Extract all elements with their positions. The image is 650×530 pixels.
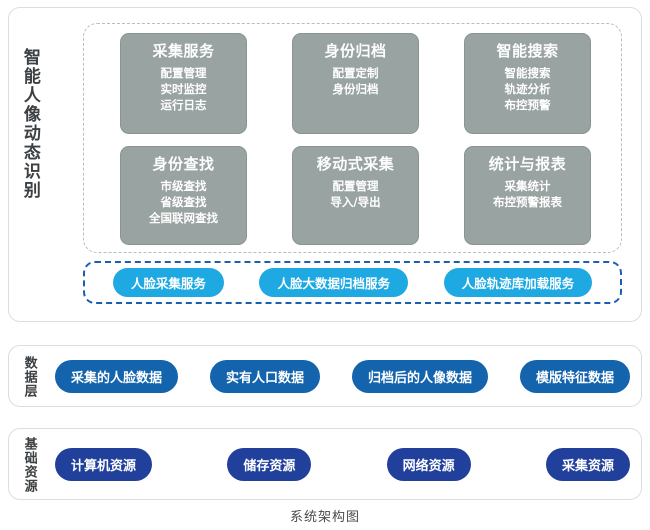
infra-pill-compute-resource[interactable]: 计算机资源 (55, 447, 153, 481)
data-pill-template-feature-data[interactable]: 模版特征数据 (519, 359, 630, 393)
module-box-collection-service[interactable]: 采集服务 配置管理 实时监控 运行日志 (120, 33, 247, 134)
module-box-statistics-reports[interactable]: 统计与报表 采集统计 布控预警报表 (464, 146, 591, 245)
module-title: 身份查找 (152, 155, 215, 173)
module-box-identity-archive[interactable]: 身份归档 配置定制 身份归档 (292, 33, 419, 134)
module-item: 运行日志 (160, 98, 207, 113)
data-pill-archived-portrait-data[interactable]: 归档后的人像数据 (351, 359, 488, 393)
module-title: 智能搜索 (496, 42, 559, 60)
module-title: 移动式采集 (316, 155, 395, 173)
module-box-mobile-collection[interactable]: 移动式采集 配置管理 导入/导出 (292, 146, 419, 245)
service-pill-row: 人脸采集服务 人脸大数据归档服务 人脸轨迹库加载服务 (95, 268, 610, 297)
service-pill-face-bigdata-archive[interactable]: 人脸大数据归档服务 (259, 268, 408, 297)
module-item-list: 市级查找 省级查找 全国联网查找 (149, 178, 218, 227)
module-item: 布控预警 (504, 98, 551, 113)
infrastructure-layer-pill-row: 计算机资源 储存资源 网络资源 采集资源 (55, 447, 630, 481)
application-layer-side-label: 智能人像动态识别 (19, 48, 40, 200)
module-item: 配置管理 (160, 65, 207, 80)
module-box-identity-lookup[interactable]: 身份查找 市级查找 省级查找 全国联网查找 (120, 146, 247, 245)
data-layer-pill-row: 采集的人脸数据 实有人口数据 归档后的人像数据 模版特征数据 (55, 359, 630, 393)
module-item: 全国联网查找 (149, 211, 218, 226)
data-layer-side-label: 数据层 (21, 356, 37, 398)
infra-pill-network-resource[interactable]: 网络资源 (386, 447, 471, 481)
module-item: 智能搜索 (504, 65, 551, 80)
module-item-list: 智能搜索 轨迹分析 布控预警 (505, 65, 551, 114)
service-group-dashed-frame (83, 261, 622, 304)
module-box-smart-search[interactable]: 智能搜索 智能搜索 轨迹分析 布控预警 (464, 33, 591, 134)
service-pill-face-track-library-load[interactable]: 人脸轨迹库加载服务 (443, 268, 593, 297)
diagram-caption: 系统架构图 (289, 510, 360, 525)
module-item: 配置定制 (332, 65, 379, 80)
module-item-list: 配置定制 身份归档 (333, 65, 379, 98)
infra-pill-storage-resource[interactable]: 储存资源 (227, 447, 312, 481)
module-item: 身份归档 (332, 82, 379, 97)
module-item: 采集统计 (504, 178, 551, 193)
module-item: 导入/导出 (330, 195, 381, 210)
module-title: 采集服务 (152, 42, 215, 60)
infrastructure-layer-side-label: 基础资源 (21, 437, 37, 493)
module-title: 身份归档 (324, 42, 387, 60)
module-item: 轨迹分析 (504, 82, 551, 97)
module-item: 配置管理 (332, 178, 379, 193)
module-item: 市级查找 (160, 178, 207, 193)
module-group-dashed-frame (83, 23, 622, 253)
module-item: 实时监控 (160, 82, 207, 97)
service-pill-face-collection[interactable]: 人脸采集服务 (112, 268, 224, 297)
module-item: 布控预警报表 (493, 195, 562, 210)
module-item-list: 配置管理 实时监控 运行日志 (161, 65, 207, 114)
module-title: 统计与报表 (488, 155, 567, 173)
module-item-list: 采集统计 布控预警报表 (493, 178, 562, 211)
module-grid: 采集服务 配置管理 实时监控 运行日志 身份归档 配置定制 身份归档 智能搜索 … (120, 33, 610, 246)
data-pill-collected-face-data[interactable]: 采集的人脸数据 (55, 359, 179, 393)
data-pill-actual-population-data[interactable]: 实有人口数据 (209, 359, 320, 393)
infra-pill-collection-resource[interactable]: 采集资源 (545, 447, 630, 481)
module-item: 省级查找 (160, 195, 207, 210)
module-item-list: 配置管理 导入/导出 (330, 178, 380, 211)
